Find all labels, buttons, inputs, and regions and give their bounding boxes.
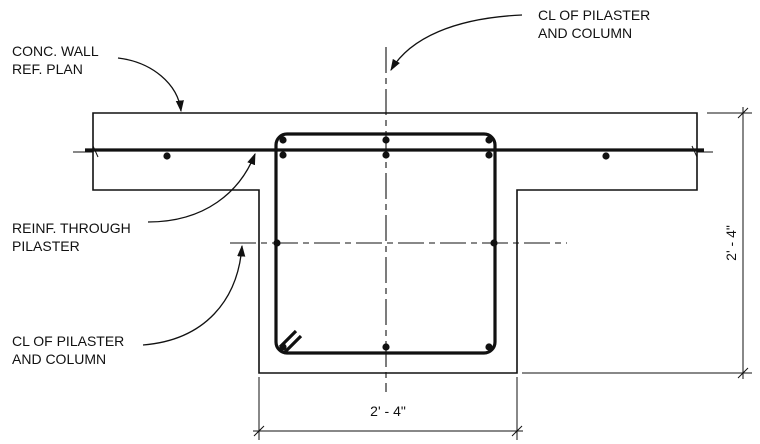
wall-note-leader	[117, 57, 184, 113]
wall-pilaster-outline	[92, 112, 698, 374]
top-centerline-leader	[390, 14, 523, 72]
rebar-dot	[485, 136, 493, 144]
rebar-dot	[485, 343, 493, 351]
svg-text:REINF. THROUGH: REINF. THROUGH	[12, 220, 131, 236]
svg-text:CL OF PILASTER: CL OF PILASTER	[12, 333, 124, 349]
horizontal-dimension: 2' - 4"	[253, 377, 523, 440]
reinf-note-leader	[147, 152, 256, 223]
svg-text:PILASTER: PILASTER	[12, 238, 80, 254]
horizontal-dimension-text: 2' - 4"	[370, 403, 406, 419]
svg-text:REF. PLAN: REF. PLAN	[12, 61, 83, 77]
rebar-dot	[485, 151, 493, 159]
reinf-note: REINF. THROUGH PILASTER	[12, 220, 131, 254]
rebar-dot	[163, 152, 171, 160]
vertical-dimension-text: 2' - 4"	[723, 225, 739, 261]
rebar-dot	[279, 343, 287, 351]
svg-text:AND COLUMN: AND COLUMN	[538, 25, 632, 41]
rebar-dot	[602, 152, 610, 160]
rebar-dot	[279, 136, 287, 144]
rebar-dot	[279, 151, 287, 159]
svg-text:AND COLUMN: AND COLUMN	[12, 351, 106, 367]
vertical-dimension: 2' - 4"	[522, 107, 752, 379]
svg-text:CONC. WALL: CONC. WALL	[12, 43, 99, 59]
top-centerline-note: CL OF PILASTER AND COLUMN	[538, 7, 650, 41]
svg-text:CL OF PILASTER: CL OF PILASTER	[538, 7, 650, 23]
left-centerline-note: CL OF PILASTER AND COLUMN	[12, 333, 124, 367]
wall-note: CONC. WALL REF. PLAN	[12, 43, 99, 77]
left-centerline-leader	[142, 244, 246, 346]
